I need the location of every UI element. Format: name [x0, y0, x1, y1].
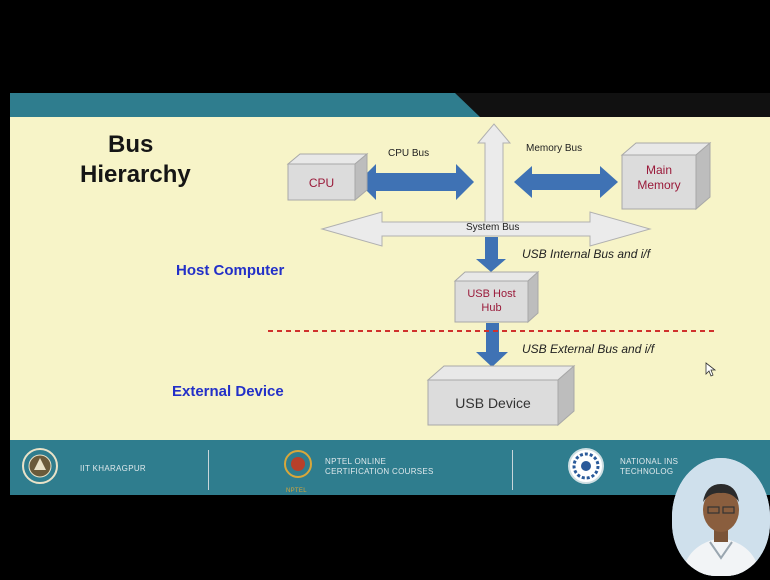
- usb-device-box: [426, 364, 576, 427]
- cursor-icon: [705, 362, 717, 377]
- nptel-logo-text: NPTEL: [286, 488, 307, 494]
- usb-internal-bus-label: USB Internal Bus and i/f: [522, 247, 651, 261]
- usb-device-label: USB Device: [455, 395, 531, 411]
- usb-host-hub-label-line1: USB Host: [467, 288, 516, 300]
- footer-national-line2: TECHNOLOG: [620, 467, 674, 476]
- host-computer-label: Host Computer: [176, 262, 285, 279]
- usb-host-hub-label-line2: Hub: [481, 302, 502, 314]
- slide-title-line2: Hierarchy: [80, 161, 191, 188]
- main-memory-label-line1: Main: [645, 163, 672, 177]
- footer-nptel-label: NPTEL ONLINE CERTIFICATION COURSES: [325, 457, 434, 477]
- footer-nptel-line1: NPTEL ONLINE: [325, 457, 387, 466]
- header-accent-bar: [10, 93, 770, 117]
- usb-internal-arrow: [476, 237, 506, 272]
- bottom-black-band: [0, 495, 770, 580]
- cpu-bus-label: CPU Bus: [388, 148, 430, 159]
- footer-national-line1: NATIONAL INS: [620, 457, 679, 466]
- usb-external-bus-label: USB External Bus and i/f: [522, 342, 655, 356]
- cpu-label: CPU: [308, 176, 335, 190]
- footer-divider-1: [208, 450, 209, 490]
- top-black-band: [0, 0, 770, 92]
- external-device-label: External Device: [172, 383, 284, 400]
- system-bus-label: System Bus: [466, 222, 520, 233]
- footer-iit-label: IIT KHARAGPUR: [80, 464, 146, 473]
- slide-title: Bus Hierarchy: [80, 130, 191, 190]
- usb-host-hub-box: [453, 270, 540, 324]
- presenter-video: [672, 458, 770, 576]
- iit-kharagpur-logo-icon: [22, 448, 58, 484]
- main-memory-label: Main Memory: [622, 163, 696, 193]
- footer-divider-2: [512, 450, 513, 490]
- presenter-figure: [672, 458, 770, 576]
- national-institute-logo-icon: [568, 448, 604, 484]
- usb-external-arrow: [476, 323, 508, 367]
- memory-bus-arrow: [514, 166, 618, 198]
- system-bus-vertical-arrow: [476, 123, 512, 223]
- footer-nptel-line2: CERTIFICATION COURSES: [325, 467, 434, 476]
- slide-title-line1: Bus: [108, 131, 154, 158]
- footer-bar: [10, 440, 770, 495]
- footer-national-label: NATIONAL INS TECHNOLOG: [620, 457, 678, 477]
- memory-bus-label: Memory Bus: [526, 143, 583, 154]
- nptel-logo-icon: [284, 450, 312, 478]
- cpu-box: [286, 152, 369, 202]
- main-memory-box: [620, 141, 712, 211]
- main-memory-label-line2: Memory: [637, 178, 681, 192]
- cpu-bus-arrow: [358, 164, 474, 200]
- system-bus-arrow: [320, 211, 652, 247]
- usb-host-hub-label: USB Host Hub: [455, 287, 528, 315]
